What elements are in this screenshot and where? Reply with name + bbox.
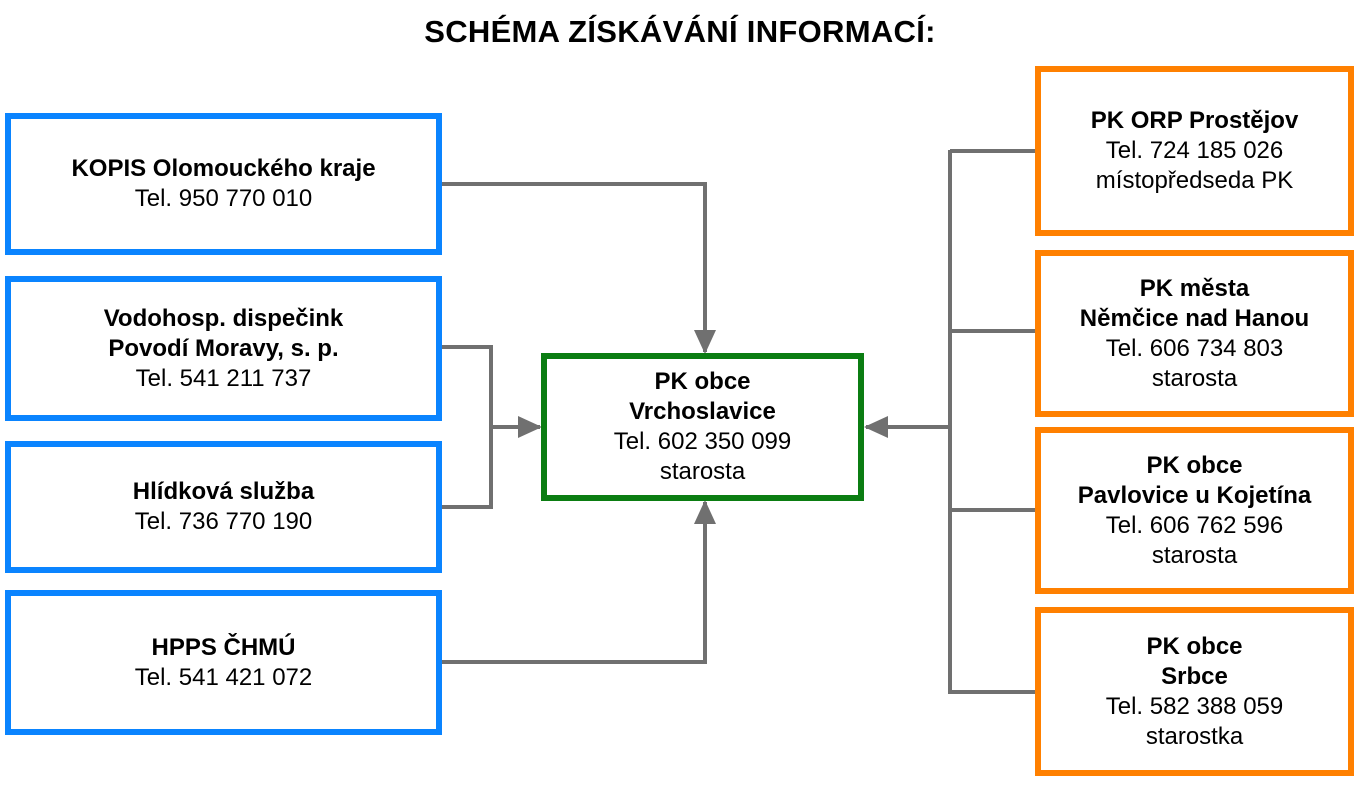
neighbor-name: PK obce: [1146, 451, 1243, 479]
neighbor-role: starosta: [1151, 364, 1238, 392]
source-name: Hlídková služba: [132, 478, 315, 505]
source-box-hpps-chmu: HPPS ČHMÚ Tel. 541 421 072: [5, 590, 442, 735]
source-name: KOPIS Olomouckého kraje: [71, 155, 376, 182]
connector-kopis-to-center: [442, 182, 716, 354]
source-phone: Tel. 950 770 010: [134, 185, 313, 212]
source-name: HPPS ČHMÚ: [151, 633, 296, 661]
neighbor-role: starosta: [1151, 541, 1238, 569]
source-name: Vodohosp. dispečink: [103, 304, 344, 332]
source-box-hlidkova-sluzba: Hlídková služba Tel. 736 770 190: [5, 441, 442, 573]
center-phone: Tel. 602 350 099: [613, 428, 792, 455]
neighbor-name-line-2: Němčice nad Hanou: [1079, 304, 1310, 332]
center-name: PK obce: [654, 368, 751, 395]
neighbor-name-line-2: Srbce: [1161, 662, 1228, 690]
neighbor-phone: Tel. 606 762 596: [1105, 511, 1284, 539]
center-role: starosta: [659, 458, 746, 485]
connector-vodo-hlidka-bracket: [442, 345, 493, 509]
source-name-line-2: Povodí Moravy, s. p.: [108, 334, 339, 362]
neighbor-phone: Tel. 582 388 059: [1105, 692, 1284, 720]
source-box-vodohosp: Vodohosp. dispečink Povodí Moravy, s. p.…: [5, 276, 442, 421]
neighbor-name: PK obce: [1146, 632, 1243, 660]
source-phone: Tel. 541 211 737: [135, 364, 312, 392]
source-box-kopis: KOPIS Olomouckého kraje Tel. 950 770 010: [5, 113, 442, 255]
source-phone: Tel. 541 421 072: [134, 663, 313, 691]
neighbor-name: PK města: [1139, 274, 1250, 302]
neighbor-box-srbce: PK obce Srbce Tel. 582 388 059 starostka: [1035, 607, 1354, 776]
neighbor-box-pavlovice: PK obce Pavlovice u Kojetína Tel. 606 76…: [1035, 427, 1354, 594]
page-title: SCHÉMA ZÍSKÁVÁNÍ INFORMACÍ:: [424, 14, 936, 49]
source-phone: Tel. 736 770 190: [134, 508, 313, 535]
neighbor-name: PK ORP Prostějov: [1090, 107, 1299, 134]
connector-hpps-to-center: [442, 500, 716, 664]
center-box-vrchoslavice: PK obce Vrchoslavice Tel. 602 350 099 st…: [541, 353, 864, 501]
center-name-line-2: Vrchoslavice: [629, 398, 776, 425]
neighbor-role: místopředseda PK: [1095, 167, 1294, 194]
neighbor-role: starostka: [1145, 722, 1244, 750]
neighbor-box-orp-prostejov: PK ORP Prostějov Tel. 724 185 026 místop…: [1035, 66, 1354, 236]
neighbor-phone: Tel. 606 734 803: [1105, 334, 1284, 362]
neighbor-box-nemcice: PK města Němčice nad Hanou Tel. 606 734 …: [1035, 250, 1354, 417]
neighbor-name-line-2: Pavlovice u Kojetína: [1077, 481, 1312, 509]
neighbor-phone: Tel. 724 185 026: [1105, 137, 1284, 164]
